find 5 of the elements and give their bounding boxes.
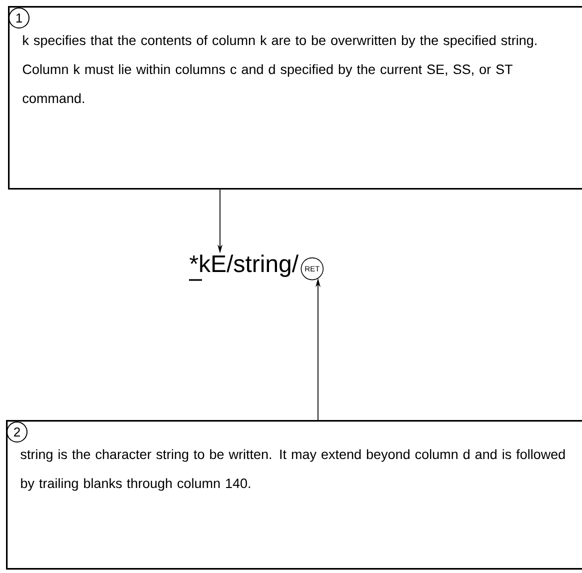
callout-number: 1 — [8, 8, 30, 28]
description-text: k specifies that the contents of column k are to be overwritten by the specified string. Column k must lie within columns c and d specified by the current SE, SS, or ST command. — [22, 35, 536, 104]
command-text: *kE/string/ — [190, 254, 299, 277]
callout-number: 2 — [6, 422, 28, 442]
description-text: string is the character string to be written. It may extend beyond column d and is followed by trailing blanks through column 140. — [20, 449, 565, 491]
